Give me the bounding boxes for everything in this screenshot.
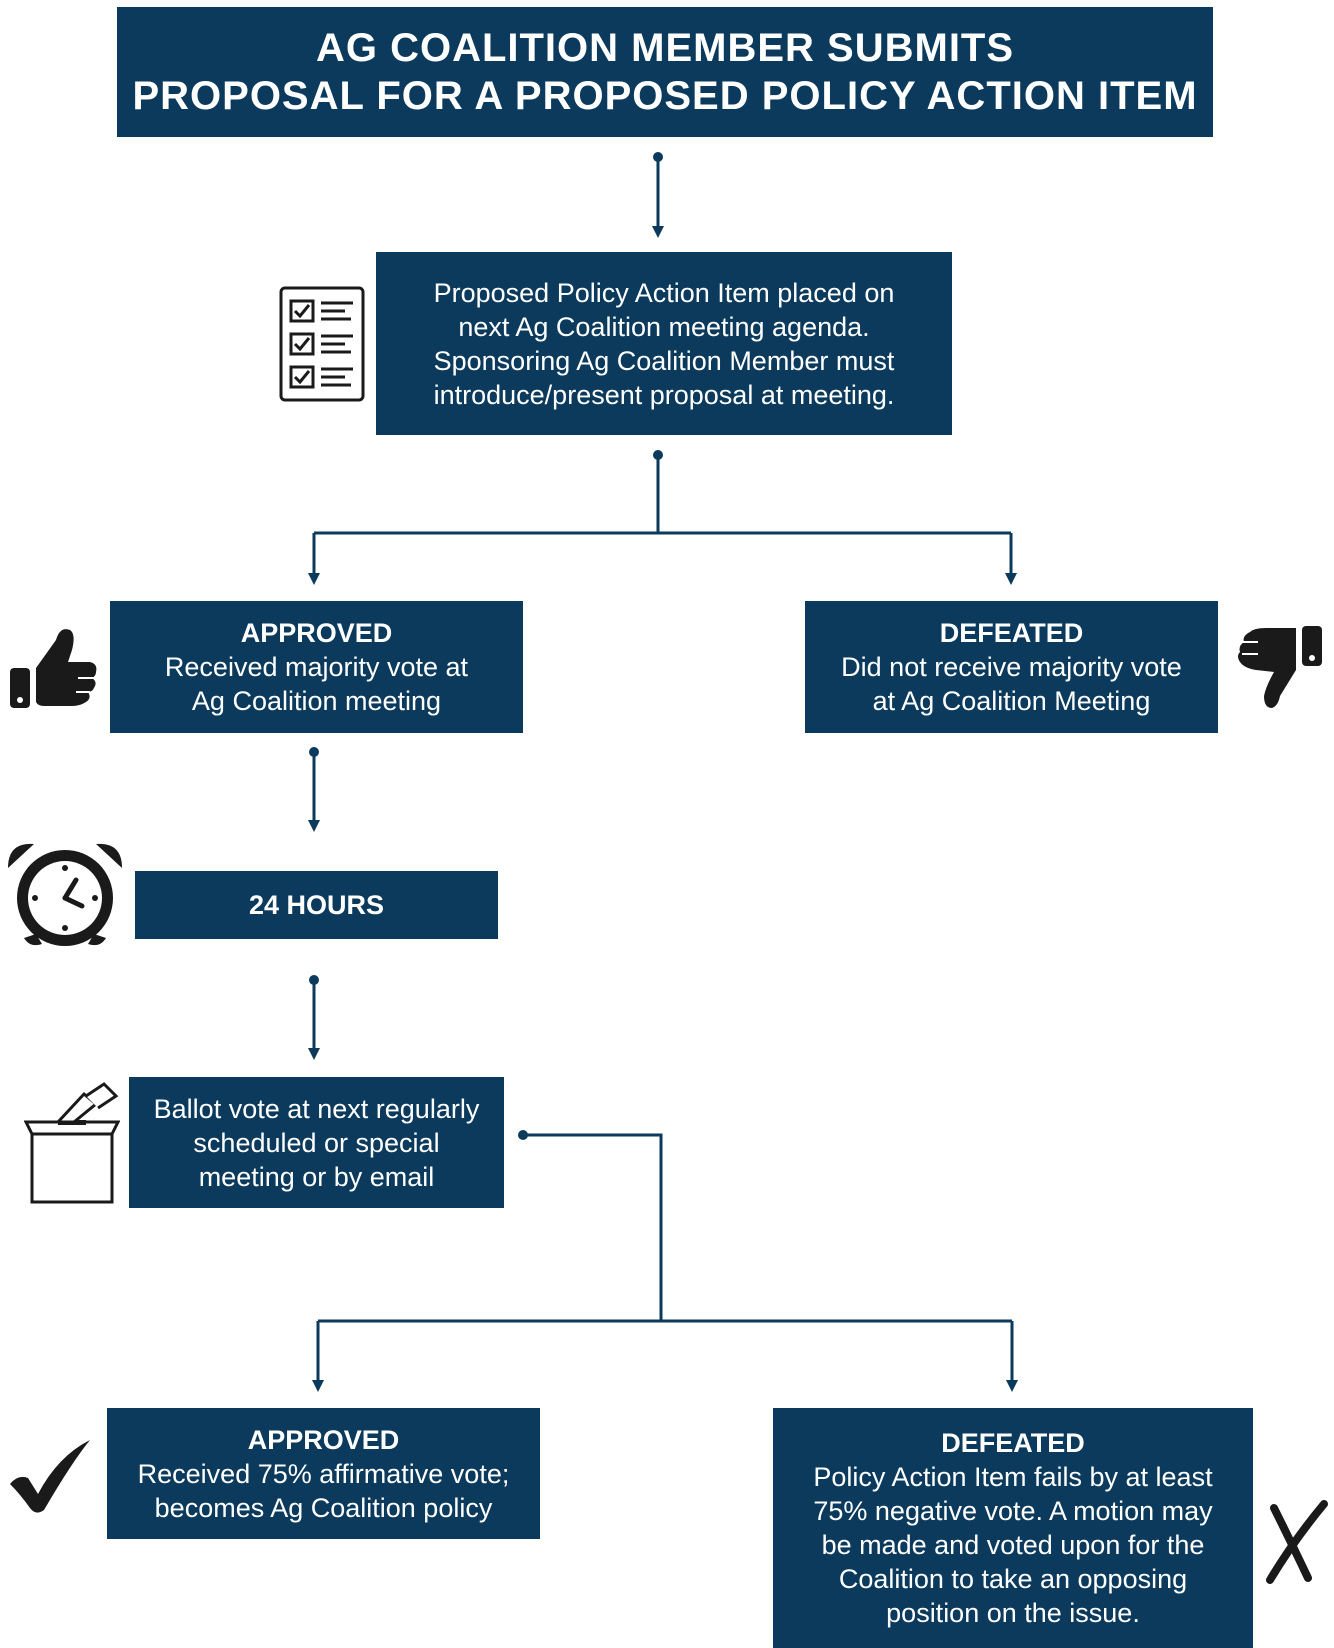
alarm-clock-icon xyxy=(8,843,122,946)
final-defeated-line: Policy Action Item fails by at least xyxy=(813,1462,1213,1492)
majority-approved-line: Received majority vote at xyxy=(164,652,469,682)
checklist-icon xyxy=(279,286,365,402)
majority-defeated-heading: DEFEATED xyxy=(939,618,1084,648)
header-title-line-1: AG COALITION MEMBER SUBMITS xyxy=(315,26,1015,70)
final-approved-line: Received 75% affirmative vote; xyxy=(137,1458,510,1489)
agenda-line: Proposed Policy Action Item placed on xyxy=(433,277,895,308)
agenda-line: next Ag Coalition meeting agenda. xyxy=(458,311,870,342)
header-title-line-2: PROPOSAL FOR A PROPOSED POLICY ACTION IT… xyxy=(132,74,1198,118)
waiting-period-label: 24 HOURS xyxy=(248,890,385,920)
ballot-line: meeting or by email xyxy=(198,1161,435,1192)
majority-approved-line: Ag Coalition meeting xyxy=(191,686,442,716)
checkmark-icon xyxy=(10,1440,90,1513)
final-defeated-line: position on the issue. xyxy=(886,1598,1140,1628)
agenda-line: Sponsoring Ag Coalition Member must xyxy=(433,345,895,376)
thumbs-up-icon xyxy=(10,629,97,708)
final-defeated-box: DEFEATED Policy Action Item fails by at … xyxy=(773,1408,1253,1648)
majority-approved-heading: APPROVED xyxy=(240,618,393,648)
final-approved-heading: APPROVED xyxy=(247,1424,400,1455)
ballot-box-icon xyxy=(24,1082,120,1204)
ballot-vote-box: Ballot vote at next regularly scheduled … xyxy=(129,1077,504,1208)
majority-defeated-box: DEFEATED Did not receive majority vote a… xyxy=(805,601,1218,733)
thumbs-down-icon xyxy=(1238,626,1322,708)
majority-defeated-line: at Ag Coalition Meeting xyxy=(872,686,1151,716)
x-mark-icon xyxy=(1266,1500,1328,1584)
ballot-line: scheduled or special xyxy=(193,1127,440,1158)
ballot-line: Ballot vote at next regularly xyxy=(153,1093,480,1124)
waiting-period-box: 24 HOURS xyxy=(135,871,498,939)
agenda-placement-box: Proposed Policy Action Item placed on ne… xyxy=(376,252,952,435)
final-approved-line: becomes Ag Coalition policy xyxy=(154,1492,493,1523)
final-approved-box: APPROVED Received 75% affirmative vote; … xyxy=(107,1408,540,1539)
final-defeated-line: be made and voted upon for the xyxy=(821,1530,1205,1560)
final-defeated-line: Coalition to take an opposing xyxy=(838,1564,1188,1594)
final-defeated-heading: DEFEATED xyxy=(941,1428,1085,1458)
majority-defeated-line: Did not receive majority vote xyxy=(841,652,1182,682)
majority-approved-box: APPROVED Received majority vote at Ag Co… xyxy=(110,601,523,733)
proposal-submission-header: AG COALITION MEMBER SUBMITS PROPOSAL FOR… xyxy=(117,7,1213,137)
final-defeated-line: 75% negative vote. A motion may xyxy=(813,1496,1213,1526)
agenda-line: introduce/present proposal at meeting. xyxy=(433,379,895,410)
